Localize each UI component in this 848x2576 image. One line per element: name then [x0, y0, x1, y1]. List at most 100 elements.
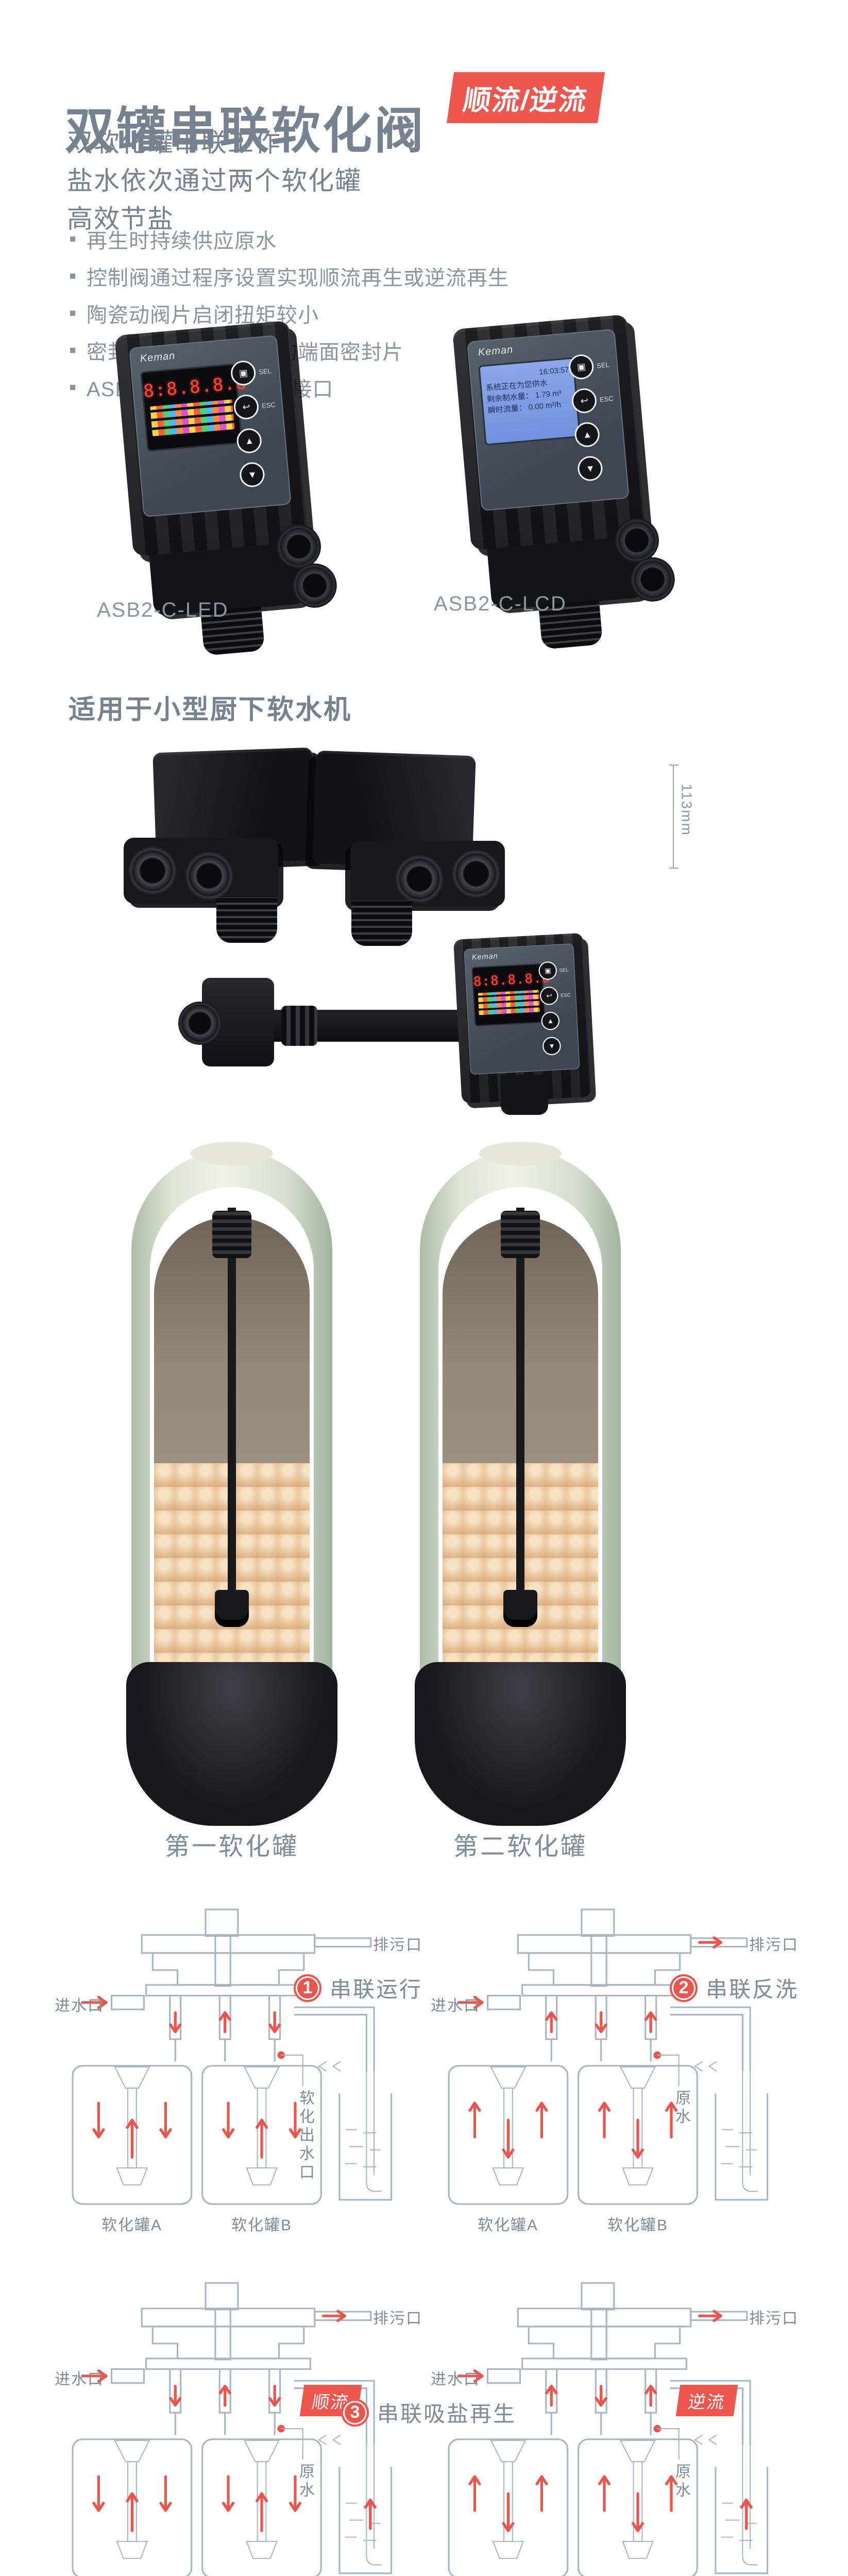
led-status-icons — [478, 990, 540, 1015]
inlet-port-label: 进水口 — [431, 2371, 480, 2388]
led-display: 8:8.8.8.8 — [471, 963, 551, 1027]
tank-a-caption: 软化罐A — [477, 2217, 538, 2234]
led-status-icons — [150, 399, 235, 436]
tank-label-first: 第一软化罐 — [164, 1833, 299, 1860]
inlet-port-label: 进水口 — [431, 1997, 480, 2014]
bullet-dot-icon — [70, 274, 75, 279]
down-arrow-icon: ▼ — [542, 1036, 562, 1056]
distributor-basket — [503, 1590, 537, 1627]
up-arrow-icon: ▲ — [540, 1011, 561, 1031]
valve-flow-schematic — [448, 1908, 769, 2205]
down-button: ▼ — [576, 453, 621, 482]
valve-manifold — [124, 838, 278, 904]
raw-water-callout-label: 原水 — [673, 2090, 690, 2127]
esc-icon: ↩ — [233, 393, 260, 420]
tank-collar — [479, 1142, 562, 1165]
up-button: ▲ — [235, 426, 280, 454]
feature-item: 陶瓷动阀片启闭扭矩较小 — [70, 295, 509, 332]
down-arrow-icon: ▼ — [239, 461, 266, 488]
distributor-basket — [215, 1590, 249, 1627]
pipe-port — [395, 854, 444, 904]
button-column: ▣SEL ↩ESC ▲ ▼ — [230, 358, 282, 488]
tank-cutaway — [150, 1187, 314, 1693]
sel-icon: ▣ — [230, 360, 257, 387]
tank-base — [415, 1662, 626, 1826]
tank-collar — [191, 1142, 273, 1165]
lcd-display: 16:03:57 系统正在为您供水 剩余制水量： 1.79 m³ 瞬时流量： 0… — [478, 357, 581, 446]
lcd-text: 16:03:57 系统正在为您供水 剩余制水量： 1.79 m³ 瞬时流量： 0… — [485, 365, 570, 416]
pipe-port — [451, 849, 501, 899]
controller-panel: Keman 8:8.8.8.8 ▣SEL ↩ESC ▲ ▼ — [464, 943, 580, 1075]
bullet-dot-icon — [70, 236, 75, 242]
pipe-port — [184, 851, 234, 901]
flow-diagram-brine-regen-downflow: 排污口 进水口 原水 软化罐A 软化罐B 顺流 — [55, 2280, 421, 2576]
product-caption: ASB2-C-LED — [97, 599, 229, 621]
riser-tube — [516, 1208, 524, 1595]
esc-button: ↩ESC — [539, 986, 571, 1006]
tank-base — [126, 1662, 337, 1826]
pipe-port — [178, 1002, 222, 1045]
tank-cutaway — [438, 1187, 602, 1693]
subtitle-line: 盐水依次通过两个软化罐 — [67, 166, 362, 195]
drain-port-label: 排污口 — [749, 2310, 799, 2327]
raw-water-callout-label: 原水 — [673, 2463, 690, 2500]
valve-flow-schematic — [72, 1908, 393, 2205]
controller-panel: Keman 16:03:57 系统正在为您供水 剩余制水量： 1.79 m³ 瞬… — [467, 329, 630, 512]
down-button: ▼ — [542, 1036, 574, 1056]
dimension-line — [669, 765, 679, 869]
controller-tank-adapter — [501, 1075, 548, 1115]
page-title: 双罐串联软化阀 — [65, 104, 426, 159]
feature-text: 再生时持续供应原水 — [87, 230, 277, 252]
inlet-port-label: 进水口 — [55, 2371, 104, 2388]
dimension-label: 113mm — [679, 784, 695, 836]
drain-port-label: 排污口 — [749, 1937, 799, 1954]
up-button: ▲ — [540, 1011, 573, 1031]
feature-item: 再生时持续供应原水 — [70, 221, 509, 258]
button-column: ▣SEL ↩ESC ▲ ▼ — [568, 352, 620, 482]
valve-manifold — [350, 841, 505, 907]
drain-port-label: 排污口 — [373, 2310, 422, 2327]
esc-icon: ↩ — [539, 986, 559, 1006]
led-digits: 8:8.8.8.8 — [142, 372, 248, 402]
subtitle: 双软化罐串联工作 盐水依次通过两个软化罐 高效节盐 — [67, 124, 362, 238]
esc-icon: ↩ — [571, 387, 598, 414]
flow-mode-badge: 顺流/逆流 — [447, 72, 605, 123]
product-photo-asb2-c-led: Keman 8:8.8.8.8 ▣SEL ↩ESC ▲ ▼ — [114, 320, 339, 656]
subtitle-line: 高效节盐 — [67, 205, 174, 233]
softener-tank-first — [131, 1142, 332, 1717]
sel-icon: ▣ — [538, 961, 558, 980]
tube-fitting — [501, 1211, 540, 1258]
flow-diagram-series-service: 排污口 进水口 软化出水口 软化罐A 软化罐B 1 串联运行 — [55, 1906, 421, 2277]
softener-tank-second — [420, 1142, 621, 1717]
feature-text: 控制阀通过程序设置实现顺流再生或逆流再生 — [87, 267, 509, 290]
brand-logo: Keman — [471, 952, 498, 962]
valve-flow-schematic — [72, 2282, 393, 2576]
connecting-pipe — [261, 1006, 467, 1046]
step-badge: 1 串联运行 — [294, 1972, 422, 2004]
step-title: 串联反洗 — [706, 1977, 799, 2002]
step-number: 3 — [341, 2398, 369, 2427]
led-display: 8:8.8.8.8 — [140, 363, 248, 452]
up-arrow-icon: ▲ — [235, 427, 263, 454]
step-title: 串联运行 — [330, 1977, 423, 2002]
bullet-dot-icon — [70, 311, 75, 316]
bullet-dot-icon — [70, 348, 75, 353]
valve-flow-schematic — [448, 2282, 769, 2576]
step-number: 2 — [670, 1974, 698, 2002]
threaded-connector — [351, 901, 412, 946]
subtitle-line: 双软化罐串联工作 — [67, 128, 281, 157]
controller-panel: Keman 8:8.8.8.8 ▣SEL ↩ESC ▲ ▼ — [129, 335, 292, 518]
down-button: ▼ — [239, 460, 283, 488]
bullet-dot-icon — [70, 385, 75, 390]
tank-label-second: 第二软化罐 — [453, 1833, 587, 1860]
inlet-port-label: 进水口 — [55, 1997, 104, 2014]
sel-button: ▣SEL — [538, 960, 570, 980]
led-digits: 8:8.8.8.8 — [473, 970, 551, 990]
threaded-connector — [216, 897, 277, 943]
tank-b-caption: 软化罐B — [607, 2217, 668, 2234]
brand-logo: Keman — [140, 350, 176, 365]
sel-button: ▣SEL — [568, 352, 612, 381]
button-column: ▣SEL ↩ESC ▲ ▼ — [538, 960, 574, 1056]
section-heading-kitchen: 适用于小型厨下软水机 — [69, 695, 352, 725]
drain-port-label: 排污口 — [373, 1937, 422, 1954]
